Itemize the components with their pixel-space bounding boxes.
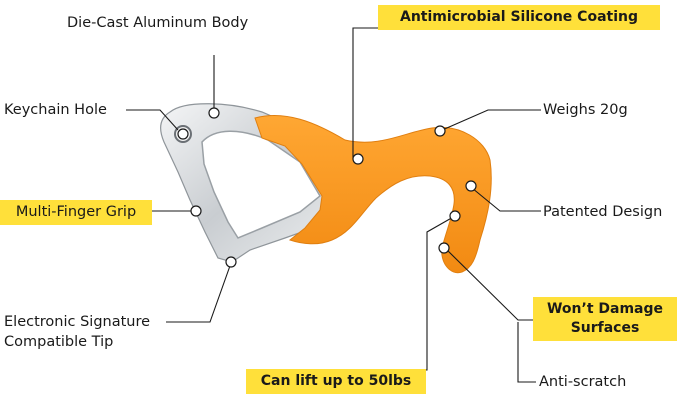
label-coating: Antimicrobial Silicone Coating <box>378 5 660 30</box>
label-damage-line2: Surfaces <box>570 320 640 336</box>
label-tip-line1: Electronic Signature <box>4 314 151 330</box>
marker-lift <box>449 210 461 222</box>
marker-grip <box>190 205 202 217</box>
label-tip-line2: Compatible Tip <box>4 334 114 350</box>
leader-weight <box>439 109 541 132</box>
callout-markers <box>177 107 477 268</box>
leader-patent <box>471 187 541 212</box>
leader-damage <box>443 246 533 321</box>
label-body: Die-Cast Aluminum Body <box>67 15 249 31</box>
marker-coating <box>352 153 364 165</box>
marker-keychain <box>177 128 189 140</box>
leader-tip <box>166 262 232 323</box>
leader-coating <box>352 27 378 159</box>
label-scratch: Anti-scratch <box>539 374 627 390</box>
label-tip: Electronic Signature Compatible Tip <box>4 312 174 352</box>
label-grip: Multi-Finger Grip <box>0 200 152 225</box>
label-weight: Weighs 20g <box>543 102 628 118</box>
marker-weight <box>434 125 446 137</box>
orange-coating <box>254 114 492 274</box>
label-damage: Won’t Damage Surfaces <box>533 297 677 341</box>
marker-patent <box>465 180 477 192</box>
leader-keychain <box>126 109 179 131</box>
marker-body <box>208 107 220 119</box>
label-damage-line1: Won’t Damage <box>546 301 664 317</box>
marker-tip <box>225 256 237 268</box>
label-keychain: Keychain Hole <box>4 102 107 118</box>
label-lift: Can lift up to 50lbs <box>246 369 426 394</box>
label-patent: Patented Design <box>543 204 663 220</box>
leader-scratch <box>517 322 536 383</box>
marker-damage <box>438 242 450 254</box>
leader-lines <box>126 27 541 383</box>
